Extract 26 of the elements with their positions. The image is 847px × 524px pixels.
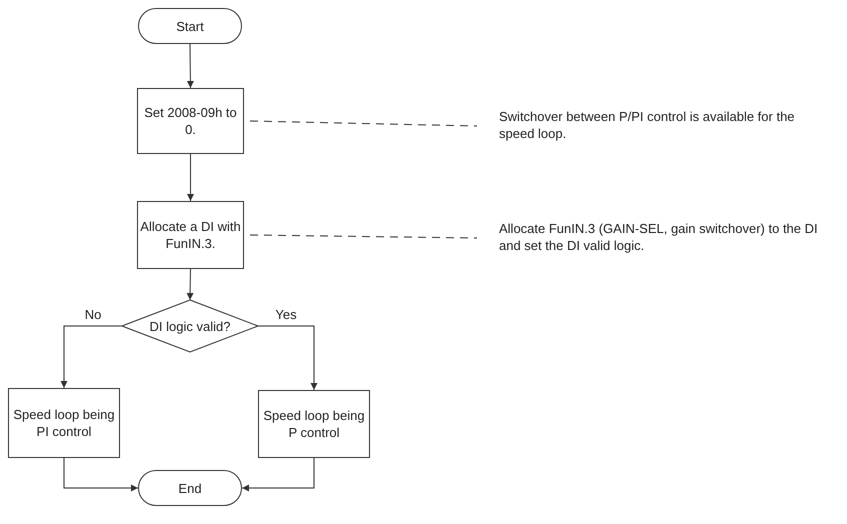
- node-text: Set 2008-09h to 0.: [143, 104, 238, 138]
- dashed-leader-line: [250, 234, 478, 238]
- node-text: Speed loop being P control: [262, 407, 366, 441]
- arrow: [187, 154, 194, 202]
- terminal-pill: [138, 8, 242, 44]
- node-text: Allocate a DI with FunIN.3.: [139, 218, 242, 252]
- terminal-pill: [138, 470, 242, 506]
- decision-text: DI logic valid?: [150, 318, 230, 334]
- note-text: Switchover between P/PI control is available for the speed loop.: [499, 108, 796, 142]
- node-text: Speed loop being PI control: [12, 406, 116, 440]
- arrow: [186, 268, 194, 300]
- arrow: [258, 326, 318, 390]
- note-text: Allocate FunIN.3 (GAIN-SEL, gain switchover) to the DI and set the DI valid logic.: [499, 220, 819, 254]
- edge-label: Yes: [273, 308, 299, 321]
- node-text: End: [177, 480, 203, 496]
- node-text: Start: [175, 18, 205, 34]
- arrow: [64, 458, 138, 492]
- arrow: [60, 326, 122, 388]
- process-box: [137, 88, 244, 154]
- edge-label: No: [82, 308, 104, 321]
- dashed-leader-line: [250, 120, 478, 126]
- process-box: [258, 390, 370, 458]
- arrow: [186, 44, 194, 88]
- process-box: [137, 201, 244, 269]
- process-box: [8, 388, 120, 458]
- arrow: [242, 458, 314, 492]
